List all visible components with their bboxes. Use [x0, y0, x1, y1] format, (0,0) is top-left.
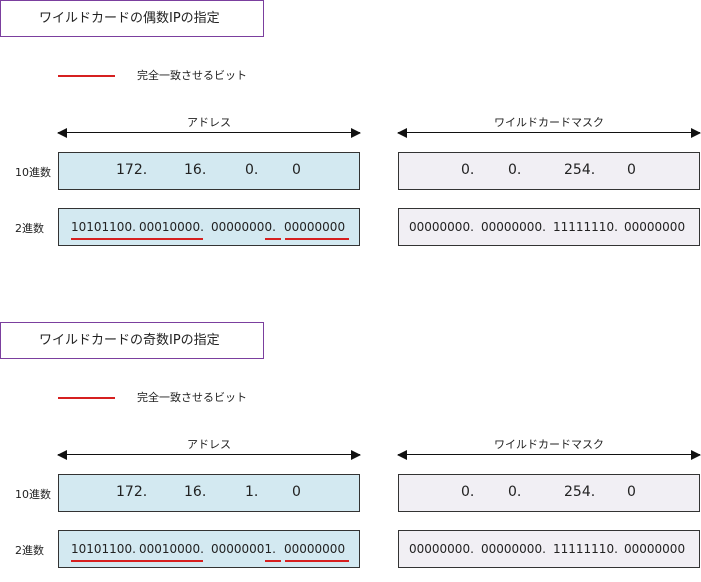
odd-ip-section: ワイルドカードの奇数IPの指定 完全一致させるビット アドレス ワイルドカードマ…: [0, 322, 701, 582]
octet-2: 00000000.: [481, 542, 546, 556]
address-binary-box: 10101100. 00010000. 00000000. 00000000: [58, 208, 360, 246]
match-underline: [71, 560, 203, 562]
address-header: アドレス: [187, 438, 231, 451]
legend-line: [58, 75, 115, 77]
row-label-decimal: 10進数: [15, 488, 51, 501]
row-label-binary: 2進数: [15, 544, 44, 557]
octet-2: 16.: [184, 162, 207, 178]
octet-3: 254.: [564, 162, 596, 178]
address-binary-box: 10101100. 00010000. 00000001. 00000000: [58, 530, 360, 568]
mask-header: ワイルドカードマスク: [494, 438, 604, 451]
octet-3: 0.: [245, 162, 259, 178]
octet-2: 00010000.: [139, 220, 204, 234]
octet-2: 00000000.: [481, 220, 546, 234]
octet-1: 00000000.: [409, 220, 474, 234]
address-decimal-box: 172. 16. 0. 0: [58, 152, 360, 190]
octet-2: 0.: [508, 484, 522, 500]
octet-1: 172.: [116, 162, 148, 178]
octet-1: 0.: [461, 484, 475, 500]
octet-1: 0.: [461, 162, 475, 178]
match-underline: [285, 560, 349, 562]
address-header: アドレス: [187, 116, 231, 129]
octet-4: 00000000: [284, 542, 346, 556]
octet-2: 00010000.: [139, 542, 204, 556]
mask-decimal-box: 0. 0. 254. 0: [398, 474, 700, 512]
address-decimal-box: 172. 16. 1. 0: [58, 474, 360, 512]
octet-4: 00000000: [624, 542, 686, 556]
mask-header: ワイルドカードマスク: [494, 116, 604, 129]
mask-span-arrow: [397, 449, 701, 461]
match-underline: [71, 238, 203, 240]
legend-line: [58, 397, 115, 399]
octet-4: 0: [292, 484, 301, 500]
legend-label: 完全一致させるビット: [137, 69, 247, 82]
octet-1: 10101100.: [71, 220, 136, 234]
octet-3: 11111110.: [553, 542, 618, 556]
mask-binary-box: 00000000. 00000000. 11111110. 00000000: [398, 530, 700, 568]
row-label-binary: 2進数: [15, 222, 44, 235]
mask-span-arrow: [397, 127, 701, 139]
address-span-arrow: [57, 127, 361, 139]
octet-1: 172.: [116, 484, 148, 500]
octet-4: 0: [292, 162, 301, 178]
section-title: ワイルドカードの偶数IPの指定: [0, 0, 264, 37]
octet-4: 00000000: [284, 220, 346, 234]
row-label-decimal: 10進数: [15, 166, 51, 179]
octet-4: 0: [627, 484, 636, 500]
mask-binary-box: 00000000. 00000000. 11111110. 00000000: [398, 208, 700, 246]
match-underline: [285, 238, 349, 240]
octet-4: 00000000: [624, 220, 686, 234]
mask-decimal-box: 0. 0. 254. 0: [398, 152, 700, 190]
octet-3: 00000001.: [211, 542, 276, 556]
octet-3: 254.: [564, 484, 596, 500]
address-span-arrow: [57, 449, 361, 461]
octet-1: 10101100.: [71, 542, 136, 556]
octet-2: 0.: [508, 162, 522, 178]
even-ip-section: ワイルドカードの偶数IPの指定 完全一致させるビット アドレス ワイルドカードマ…: [0, 0, 701, 260]
octet-2: 16.: [184, 484, 207, 500]
octet-3: 00000000.: [211, 220, 276, 234]
match-underline: [265, 560, 281, 562]
octet-4: 0: [627, 162, 636, 178]
legend-label: 完全一致させるビット: [137, 391, 247, 404]
octet-3: 11111110.: [553, 220, 618, 234]
section-title: ワイルドカードの奇数IPの指定: [0, 322, 264, 359]
octet-1: 00000000.: [409, 542, 474, 556]
octet-3: 1.: [245, 484, 259, 500]
match-underline: [265, 238, 281, 240]
